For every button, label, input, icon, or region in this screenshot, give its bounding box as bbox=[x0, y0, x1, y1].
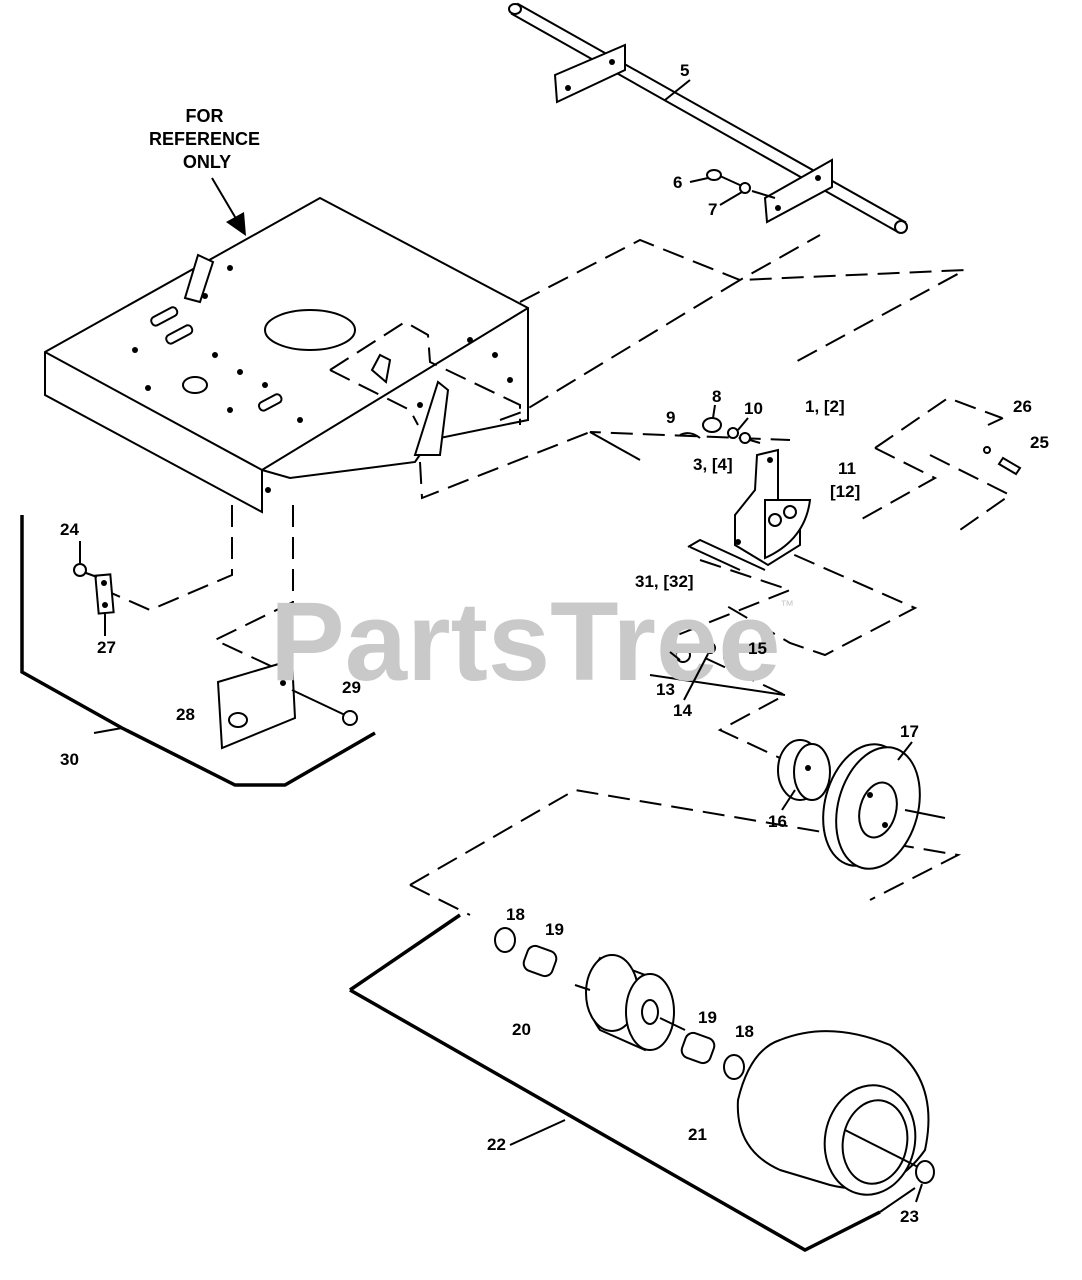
hub-16 bbox=[777, 739, 831, 801]
reference-arrow bbox=[211, 177, 246, 236]
callout-14: 14 bbox=[673, 701, 692, 720]
bushing-19-right bbox=[680, 1031, 716, 1065]
callout-16: 16 bbox=[768, 812, 787, 831]
callout-20: 20 bbox=[512, 1020, 531, 1039]
callout-12: [12] bbox=[830, 482, 860, 501]
bearing-18-right bbox=[723, 1054, 745, 1080]
callout-31: 31, [32] bbox=[635, 572, 694, 591]
callout-30: 30 bbox=[60, 750, 79, 769]
pulley-17 bbox=[822, 743, 946, 870]
leader-lines bbox=[20, 515, 916, 1252]
callout-8: 8 bbox=[712, 387, 721, 406]
callout-19-right: 19 bbox=[698, 1008, 717, 1027]
bolt-6 bbox=[706, 169, 743, 187]
callout-23: 23 bbox=[900, 1207, 919, 1226]
reference-note-line-1: FOR bbox=[185, 106, 223, 126]
callout-17: 17 bbox=[900, 722, 919, 741]
plate-28 bbox=[216, 658, 297, 750]
callout-26: 26 bbox=[1013, 397, 1032, 416]
bracket-27 bbox=[73, 563, 115, 615]
callout-7: 7 bbox=[708, 200, 717, 219]
reference-note-line-2: REFERENCE bbox=[149, 129, 260, 149]
callout-9: 9 bbox=[666, 408, 675, 427]
callout-19-left: 19 bbox=[545, 920, 564, 939]
tire-21 bbox=[736, 1030, 930, 1196]
watermark-trademark: ™ bbox=[780, 597, 794, 613]
svg-text:FOR REFERENCE ONLY: FOR REFERENCE ONLY bbox=[149, 106, 265, 172]
frame bbox=[44, 196, 529, 514]
callout-15: 15 bbox=[748, 639, 767, 658]
callout-5: 5 bbox=[680, 61, 689, 80]
callout-18-right: 18 bbox=[735, 1022, 754, 1041]
callout-28: 28 bbox=[176, 705, 195, 724]
nut-15 bbox=[723, 652, 733, 662]
callout-labels: 5 6 7 8 9 10 1, [2] 26 25 3, [4] 11 [12]… bbox=[60, 61, 1049, 1226]
callout-10: 10 bbox=[744, 399, 763, 418]
callout-1: 1, [2] bbox=[805, 397, 845, 416]
bearing-18-left bbox=[494, 927, 516, 953]
callout-21: 21 bbox=[688, 1125, 707, 1144]
bushing-19-left bbox=[522, 944, 558, 978]
callout-27: 27 bbox=[97, 638, 116, 657]
callout-11: 11 bbox=[838, 459, 856, 478]
washer-7 bbox=[739, 182, 751, 194]
wheel-rim-20 bbox=[574, 954, 686, 1052]
cap-23 bbox=[915, 1160, 935, 1184]
watermark: PartsTree bbox=[270, 579, 781, 704]
callout-13: 13 bbox=[656, 680, 675, 699]
bracket-assembly bbox=[679, 417, 1022, 567]
washer-14 bbox=[704, 642, 716, 654]
bolt-29 bbox=[291, 689, 358, 726]
callout-18-left: 18 bbox=[506, 905, 525, 924]
reference-note-line-3: ONLY bbox=[183, 152, 231, 172]
axle-shaft bbox=[508, 2, 908, 234]
axle-bracket-left bbox=[553, 43, 626, 104]
callout-25: 25 bbox=[1030, 433, 1049, 452]
callout-29: 29 bbox=[342, 678, 361, 697]
callout-leaders bbox=[79, 79, 923, 1203]
callout-6: 6 bbox=[673, 173, 682, 192]
callout-22: 22 bbox=[487, 1135, 506, 1154]
axle-bracket-right bbox=[763, 158, 833, 224]
callout-24: 24 bbox=[60, 520, 79, 539]
callout-3: 3, [4] bbox=[693, 455, 733, 474]
